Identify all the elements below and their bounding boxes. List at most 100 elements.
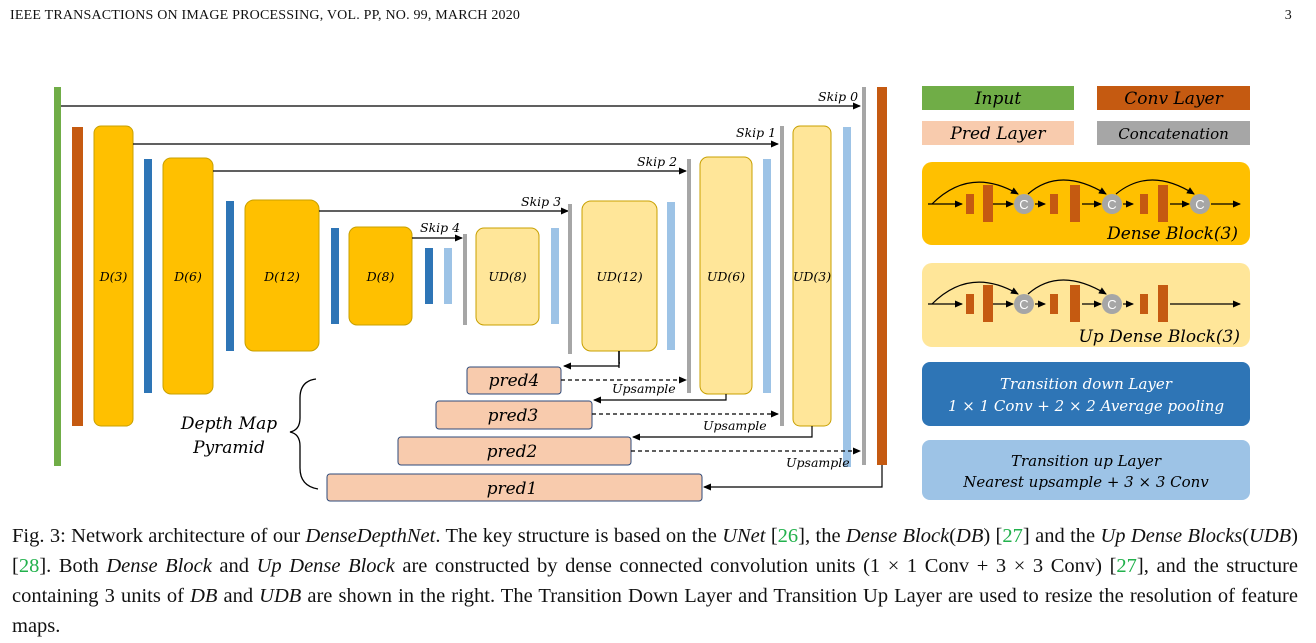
caption-text: ) [ [983, 525, 1003, 547]
dense-unit-2-conv1 [1050, 194, 1058, 214]
caption-unet: UNet [722, 525, 766, 547]
pred-1-label: pred1 [487, 479, 538, 499]
legend-concat-label: Concatenation [1118, 125, 1229, 143]
transition-up-1 [444, 248, 452, 304]
up-dense-unit-1-conv3 [983, 285, 993, 322]
up-dense-concat-node-2 [1102, 294, 1122, 314]
dense-unit-3-conv1 [1140, 194, 1148, 214]
up-dense-block-4-label: UD(3) [793, 269, 831, 284]
transition-down-1 [144, 159, 152, 393]
upsample-label-3: Upsample [786, 455, 850, 470]
caption-text: ) [ [12, 525, 1298, 577]
caption-udb-abbr: UDB [1249, 525, 1292, 547]
caption-text: Fig. 3: Network architecture of our [12, 525, 306, 547]
skip-0-label: Skip 0 [818, 89, 858, 104]
dense-unit-1-conv1 [966, 194, 974, 214]
page-header: IEEE TRANSACTIONS ON IMAGE PROCESSING, V… [10, 8, 1306, 28]
up-dense-unit-3-conv1 [1140, 294, 1148, 314]
up-dense-unit-2-conv1 [1050, 294, 1058, 314]
transition-up-5 [843, 127, 851, 467]
citation-link[interactable]: 27 [1002, 525, 1023, 547]
transition-down-4 [425, 248, 433, 304]
pyramid-label-line-2: Pyramid [192, 438, 265, 458]
up-dense-concat-node-2-label: C [1107, 297, 1116, 312]
dense-unit-1-conv3 [983, 185, 993, 222]
pred-2-label: pred2 [487, 442, 538, 462]
dense-block-diagram [928, 179, 1241, 208]
legend-conv-label: Conv Layer [1124, 89, 1223, 109]
legend-conv-box [1097, 86, 1250, 110]
dense-concat-node-2-label: C [1107, 197, 1116, 212]
caption-text: and [211, 555, 257, 577]
transition-up-2 [551, 228, 559, 324]
citation-link[interactable]: 26 [777, 525, 799, 547]
dense-concat-node-1 [1014, 194, 1034, 214]
caption-dense-block: Dense Block [845, 525, 950, 547]
legend-transition-down-line-2: 1 × 1 Conv + 2 × 2 Average pooling [948, 397, 1224, 415]
legend-transition-up [922, 440, 1250, 500]
legend-transition-down-line-1: Transition down Layer [1000, 375, 1173, 393]
caption-text: ( [949, 525, 957, 547]
up-dense-block-1 [475, 227, 540, 326]
dense-unit-2-conv3 [1070, 185, 1080, 222]
concat-0 [862, 87, 866, 465]
input-layer [54, 87, 61, 466]
dense-block-4-label: D(8) [366, 269, 395, 284]
arrow-ud6-pred3-path [593, 394, 727, 404]
legend-input-box [922, 86, 1074, 110]
caption-text: ] and the [1022, 525, 1101, 547]
up-dense-unit-1-conv1 [966, 294, 974, 314]
up-dense-block-diagram [928, 279, 1241, 308]
citation-link[interactable]: 28 [18, 555, 40, 577]
dense-block-4 [348, 226, 413, 326]
up-dense-concat-node-1-label: C [1019, 297, 1028, 312]
pred-4-label: pred4 [489, 371, 540, 391]
concat-3 [568, 204, 572, 354]
caption-text: are shown in the right. The Transition D… [12, 585, 1298, 637]
up-dense-block-3-label: UD(6) [707, 269, 745, 284]
conv-layer-last [877, 87, 887, 465]
upsample-label-1: Upsample [612, 381, 676, 396]
caption-text: ( [1242, 525, 1250, 547]
page-number: 3 [1284, 8, 1292, 23]
figure-caption: Fig. 3: Network architecture of our Dens… [12, 521, 1298, 641]
arrow-out-pred1-path [703, 465, 883, 491]
citation-link[interactable]: 27 [1116, 555, 1137, 577]
concat-4 [463, 234, 467, 325]
dense-concat-node-3-label: C [1195, 197, 1204, 212]
legend-transition-up-line-1: Transition up Layer [1011, 452, 1162, 470]
conv-layer-first [72, 127, 83, 426]
transition-down-2 [226, 201, 234, 351]
legend-dense-block-label: Dense Block(3) [1106, 224, 1238, 244]
caption-text: ]. Both [39, 555, 107, 577]
up-dense-concat-node-1 [1014, 294, 1034, 314]
transition-up-3 [667, 202, 675, 350]
legend-concat-box [1097, 121, 1250, 145]
skip-3-label: Skip 3 [521, 194, 561, 209]
dense-block-2 [162, 157, 214, 395]
caption-dense-block: Dense Block [106, 555, 212, 577]
network-architecture-figure: Skip 0 D(3) D(6) D(12) D(8) Skip 1 Skip … [54, 86, 1250, 502]
pred-3-layer [435, 400, 593, 430]
dense-unit-3-conv3 [1158, 185, 1168, 222]
dense-concat-node-1-label: C [1019, 197, 1028, 212]
caption-db-abbr: DB [956, 525, 984, 547]
arrow-ud12-pred4-path [563, 351, 620, 370]
skip-2-label: Skip 2 [637, 154, 677, 169]
dense-block-2-label: D(6) [173, 269, 202, 284]
transition-down-3 [331, 228, 339, 324]
upsample-label-2: Upsample [703, 418, 767, 433]
legend-transition-up-line-2: Nearest upsample + 3 × 3 Conv [962, 473, 1209, 491]
up-dense-block-1-label: UD(8) [488, 269, 526, 284]
legend-transition-down [922, 362, 1250, 426]
concat-2 [687, 159, 691, 393]
legend-pred-label: Pred Layer [949, 124, 1046, 144]
caption-db-abbr: DB [190, 585, 218, 607]
arrow-ud3-pred2-path [632, 426, 813, 441]
legend-up-dense-block-label: Up Dense Block(3) [1078, 327, 1240, 347]
pred-3-label: pred3 [488, 406, 539, 426]
dense-concat-node-2 [1102, 194, 1122, 214]
caption-up-dense-block: Up Dense Block [256, 555, 395, 577]
legend-up-dense-block [922, 263, 1250, 347]
skip-4-label: Skip 4 [420, 220, 460, 235]
